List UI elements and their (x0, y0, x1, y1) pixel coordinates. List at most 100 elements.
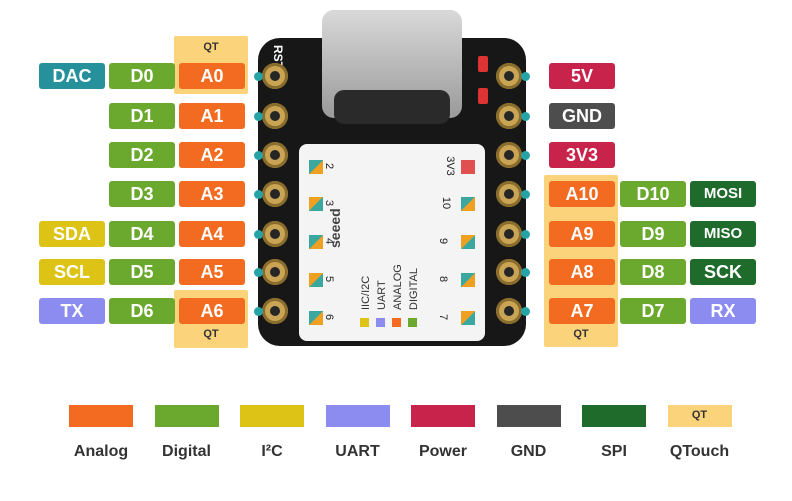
legend-label-i2c: I²C (261, 443, 283, 460)
shield-legend-text-2: ANALOG (392, 264, 404, 310)
right-extra-label-6: RX (690, 298, 756, 324)
legend-swatch-power (411, 405, 475, 427)
pin-pad-right-1 (496, 103, 522, 129)
shield-pin-marker-left-0 (309, 160, 323, 174)
left-analog-label-5: A5 (179, 259, 245, 285)
pin-pad-left-2 (262, 142, 288, 168)
left-digital-label-3: D3 (109, 181, 175, 207)
shield-legend-swatch-2 (392, 318, 401, 327)
left-digital-label-1: D1 (109, 103, 175, 129)
left-analog-label-4: A4 (179, 221, 245, 247)
connector-dot-left-0 (254, 72, 263, 81)
legend-swatch-gnd (496, 405, 561, 427)
connector-dot-right-6 (521, 307, 530, 316)
left-digital-label-2: D2 (109, 142, 175, 168)
right-digital-label-4: D9 (620, 221, 686, 247)
left-extra-label-5: SCL (39, 259, 105, 285)
left-digital-label-0: D0 (109, 63, 175, 89)
legend-label-power: Power (418, 443, 467, 460)
left-extra-label-6: TX (39, 298, 105, 324)
shield-pin-marker-left-3 (309, 273, 323, 287)
left-analog-label-0: A0 (179, 63, 245, 89)
led-2 (478, 88, 488, 104)
shield-pin-marker-left-1 (309, 197, 323, 211)
shield-pin-marker-right-2 (461, 235, 475, 249)
right-extra-label-4: MISO (690, 221, 756, 247)
pin-pad-left-6 (262, 298, 288, 324)
brand-label: seeed (327, 208, 343, 248)
right-analog-label-6: A7 (549, 298, 615, 324)
shield-pin-number-right-2: 9 (437, 237, 450, 245)
shield-pin-number-left-3: 5 (323, 275, 336, 283)
legend-label-uart: UART (335, 443, 380, 460)
connector-dot-left-1 (254, 112, 263, 121)
connector-dot-left-2 (254, 151, 263, 160)
legend-label-digital: Digital (162, 443, 211, 460)
legend-swatch-uart (325, 405, 390, 427)
shield-pin-number-left-0: 2 (323, 162, 336, 170)
pin-pad-right-4 (496, 221, 522, 247)
connector-dot-left-4 (254, 230, 263, 239)
connector-dot-right-4 (521, 230, 530, 239)
shield-legend-swatch-0 (360, 318, 369, 327)
shield-pin-number-right-1: 10 (440, 196, 453, 210)
shield-pin-number-left-4: 6 (323, 313, 336, 321)
shield-legend-text-1: UART (376, 280, 388, 310)
shield-legend-swatch-1 (376, 318, 385, 327)
left-digital-label-4: D4 (109, 221, 175, 247)
shield-pin-marker-right-0 (461, 160, 475, 174)
pin-pad-right-3 (496, 181, 522, 207)
legend-swatch-qt-text: QT (691, 409, 708, 421)
connector-dot-right-3 (521, 190, 530, 199)
shield-legend-text-3: DIGITAL (408, 268, 420, 310)
shield-pin-number-right-3: 8 (437, 275, 450, 283)
connector-dot-right-1 (521, 112, 530, 121)
right-digital-label-6: D7 (620, 298, 686, 324)
pin-pad-left-0 (262, 63, 288, 89)
right-digital-label-3: D10 (620, 181, 686, 207)
left-analog-label-3: A3 (179, 181, 245, 207)
left-extra-label-0: DAC (39, 63, 105, 89)
shield-pin-marker-right-1 (461, 197, 475, 211)
connector-dot-left-5 (254, 268, 263, 277)
right-power-label-0: 5V (549, 63, 615, 89)
left-analog-label-1: A1 (179, 103, 245, 129)
shield-pin-marker-left-4 (309, 311, 323, 325)
right-analog-label-4: A9 (549, 221, 615, 247)
qt-label-right: QT (573, 328, 589, 340)
pin-pad-right-6 (496, 298, 522, 324)
legend-swatch-i2c (240, 405, 304, 427)
legend-swatch-spi (582, 405, 646, 427)
connector-dot-right-0 (521, 72, 530, 81)
shield-pin-marker-right-4 (461, 311, 475, 325)
pin-pad-right-0 (496, 63, 522, 89)
shield-pin-marker-right-3 (461, 273, 475, 287)
usb-c-port (334, 90, 450, 124)
led-1 (478, 56, 488, 72)
legend-swatch-digital (154, 405, 219, 427)
connector-dot-right-2 (521, 151, 530, 160)
legend-label-spi: SPI (601, 443, 627, 460)
pin-pad-left-3 (262, 181, 288, 207)
qt-label-a6: QT (203, 328, 219, 340)
connector-dot-left-3 (254, 190, 263, 199)
right-power-label-2: 3V3 (549, 142, 615, 168)
right-power-label-1: GND (549, 103, 615, 129)
connector-dot-left-6 (254, 307, 263, 316)
right-analog-label-3: A10 (549, 181, 615, 207)
legend-swatch-analog (69, 405, 133, 427)
pin-pad-right-5 (496, 259, 522, 285)
rf-shield (299, 144, 485, 341)
right-digital-label-5: D8 (620, 259, 686, 285)
legend-swatch-qtouch (667, 405, 732, 427)
shield-pin-marker-left-2 (309, 235, 323, 249)
legend-label-gnd: GND (510, 443, 547, 460)
connector-dot-right-5 (521, 268, 530, 277)
left-digital-label-6: D6 (109, 298, 175, 324)
shield-pin-number-right-4: 7 (437, 313, 450, 321)
legend-label-qtouch: QTouch (669, 443, 730, 460)
left-analog-label-2: A2 (179, 142, 245, 168)
qt-label-a0: QT (203, 41, 219, 53)
shield-pin-number-left-1: 3 (323, 199, 336, 207)
shield-pin-number-right-0: 3V3 (443, 156, 456, 176)
